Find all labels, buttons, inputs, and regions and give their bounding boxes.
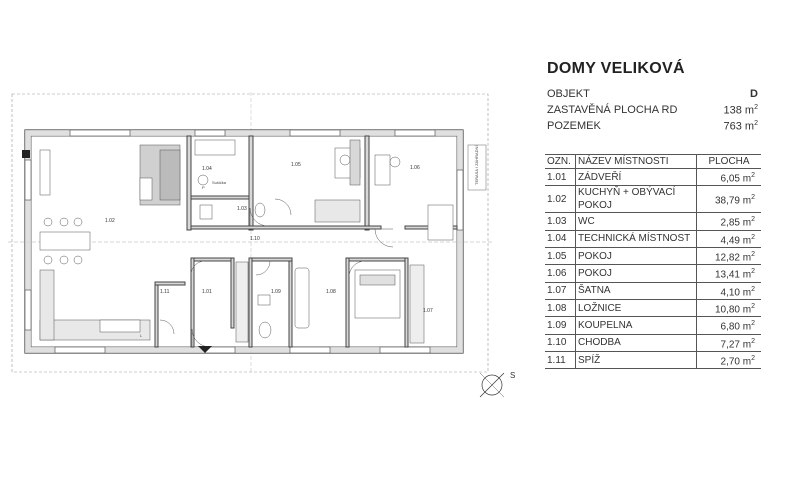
room-id: 1.07 bbox=[545, 282, 576, 300]
room-area: 6,05 m2 bbox=[696, 168, 761, 187]
room-label-1.11: 1.11 bbox=[160, 289, 170, 295]
room-id: 1.11 bbox=[545, 351, 576, 370]
furniture bbox=[39, 139, 454, 344]
room-name: KOUPELNA bbox=[575, 316, 697, 335]
room-label-1.04: 1.04 bbox=[202, 166, 212, 172]
entrance-arrow-icon bbox=[198, 346, 212, 353]
room-area: 7,27 m2 bbox=[696, 334, 761, 352]
windows bbox=[24, 129, 464, 354]
room-name: TECHNICKÁ MÍSTNOST bbox=[575, 230, 697, 248]
room-labels: 1.04 1.02 1.03 1.05 1.06 1.10 1.11 1.01 … bbox=[105, 162, 433, 338]
compass-label: S bbox=[510, 371, 515, 380]
outer-walls bbox=[24, 129, 464, 354]
floor-plan: TERASA / ZÁHRADNÍ 1.04 1.02 1.03 1.05 1.… bbox=[8, 92, 515, 398]
header-area: PLOCHA bbox=[696, 154, 761, 169]
room-name: KUCHYŇ + OBÝVACÍ POKOJ bbox=[575, 185, 697, 214]
plot-boundary bbox=[11, 93, 489, 373]
room-id: 1.10 bbox=[545, 334, 576, 352]
room-name: POKOJ bbox=[575, 264, 697, 283]
table-header-row: OZN. NÁZEV MÍSTNOSTI PLOCHA bbox=[545, 154, 761, 169]
room-id: 1.06 bbox=[545, 264, 576, 283]
room-name: SPÍŽ bbox=[575, 351, 697, 370]
room-id: 1.03 bbox=[545, 212, 576, 231]
header-name: NÁZEV MÍSTNOSTI bbox=[575, 154, 697, 169]
room-label-1.09: 1.09 bbox=[271, 289, 281, 295]
room-name: ZÁDVEŘÍ bbox=[575, 168, 697, 187]
compass-icon bbox=[479, 372, 505, 398]
dryer-label: Sušička bbox=[212, 180, 227, 185]
room-label-1.01: 1.01 bbox=[202, 289, 212, 295]
room-id: 1.05 bbox=[545, 247, 576, 266]
room-area: 2,85 m2 bbox=[696, 212, 761, 231]
room-area: 4,10 m2 bbox=[696, 282, 761, 300]
project-title: DOMY VELIKOVÁ bbox=[547, 60, 685, 77]
room-area: 38,79 m2 bbox=[696, 185, 761, 214]
info-value-built-area: 138 m2 bbox=[723, 104, 758, 117]
room-label-1.02: 1.02 bbox=[105, 218, 115, 224]
room-label-1.03: 1.03 bbox=[237, 206, 247, 212]
room-name: CHODBA bbox=[575, 334, 697, 352]
room-id: 1.09 bbox=[545, 316, 576, 335]
room-id: 1.08 bbox=[545, 299, 576, 318]
header-id: OZN. bbox=[545, 154, 576, 169]
info-value-plot: 763 m2 bbox=[723, 120, 758, 133]
room-label-1.08: 1.08 bbox=[326, 289, 336, 295]
room-area: 4,49 m2 bbox=[696, 230, 761, 248]
terrace-box bbox=[467, 144, 487, 191]
info-label-plot: POZEMEK bbox=[547, 120, 601, 132]
room-area: 13,41 m2 bbox=[696, 264, 761, 283]
chimney-icon bbox=[22, 150, 30, 158]
room-id: 1.04 bbox=[545, 230, 576, 248]
room-name: POKOJ bbox=[575, 247, 697, 266]
p-mark: P bbox=[202, 185, 205, 190]
info-label-built-area: ZASTAVĚNÁ PLOCHA RD bbox=[547, 104, 678, 116]
room-area: 6,80 m2 bbox=[696, 316, 761, 335]
room-label-1.06: 1.06 bbox=[410, 165, 420, 171]
room-area: 10,80 m2 bbox=[696, 299, 761, 318]
room-name: LOŽNICE bbox=[575, 299, 697, 318]
terrace-label: TERASA / ZÁHRADNÍ bbox=[474, 145, 479, 185]
info-value-object: D bbox=[750, 88, 758, 100]
info-label-object: OBJEKT bbox=[547, 88, 590, 100]
room-id: 1.02 bbox=[545, 185, 576, 214]
room-label-1.07: 1.07 bbox=[423, 308, 433, 314]
room-area: 12,82 m2 bbox=[696, 247, 761, 266]
room-name: ŠATNA bbox=[575, 282, 697, 300]
l-mark: L bbox=[140, 333, 143, 338]
room-label-1.10: 1.10 bbox=[250, 236, 260, 242]
room-name: WC bbox=[575, 212, 697, 231]
room-label-1.05: 1.05 bbox=[291, 162, 301, 168]
room-id: 1.01 bbox=[545, 168, 576, 187]
room-area: 2,70 m2 bbox=[696, 351, 761, 370]
